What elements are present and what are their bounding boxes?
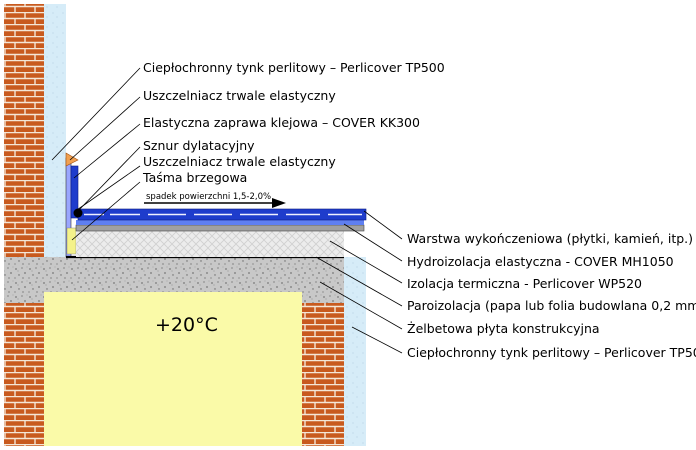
room-interior (44, 292, 302, 446)
label-waterproofing: Hydroizolacja elastyczna - COVER MH1050 (407, 254, 674, 269)
dilatation-cord (73, 208, 83, 218)
sealant-top (65, 152, 79, 167)
lower-right-brick-wall (302, 303, 344, 446)
label-sealant-1: Uszczelniacz trwale elastyczny (143, 88, 336, 103)
upper-brick-wall (4, 4, 44, 257)
room-temperature: +20°C (155, 314, 218, 336)
leader-lines (51, 67, 403, 354)
label-edge-tape: Taśma brzegowa (142, 170, 247, 185)
edge-tape-yellow (66, 227, 77, 255)
wall-waterproofing-strip (70, 165, 79, 219)
label-thermal-insulation: Izolacja termiczna - Perlicover WP520 (407, 276, 642, 291)
upper-wall-plaster (44, 4, 66, 257)
label-dilatation-cord: Sznur dylatacyjny (143, 138, 255, 153)
label-plaster-top: Ciepłochronny tynk perlitowy – Perlicove… (143, 60, 445, 75)
lower-left-brick-wall (4, 303, 44, 446)
label-vapor-barrier: Paroizolacja (papa lub folia budowlana 0… (407, 298, 696, 313)
label-sealant-2: Uszczelniacz trwale elastyczny (143, 154, 336, 169)
adhesive-layer (76, 220, 364, 225)
slope-label: spadek powierzchni 1,5-2,0% (146, 192, 271, 202)
lower-right-plaster (344, 257, 366, 446)
thermal-insulation (76, 231, 344, 257)
label-finishing-layer: Warstwa wykończeniowa (płytki, kamień, i… (407, 231, 693, 246)
label-concrete-slab: Żelbetowa płyta konstrukcyjna (407, 321, 600, 336)
waterproofing-membrane (75, 224, 365, 232)
label-plaster-bottom: Ciepłochronny tynk perlitowy – Perlicove… (407, 345, 696, 360)
slope-arrow-head (272, 198, 286, 208)
label-adhesive: Elastyczna zaprawa klejowa – COVER KK300 (143, 115, 420, 130)
